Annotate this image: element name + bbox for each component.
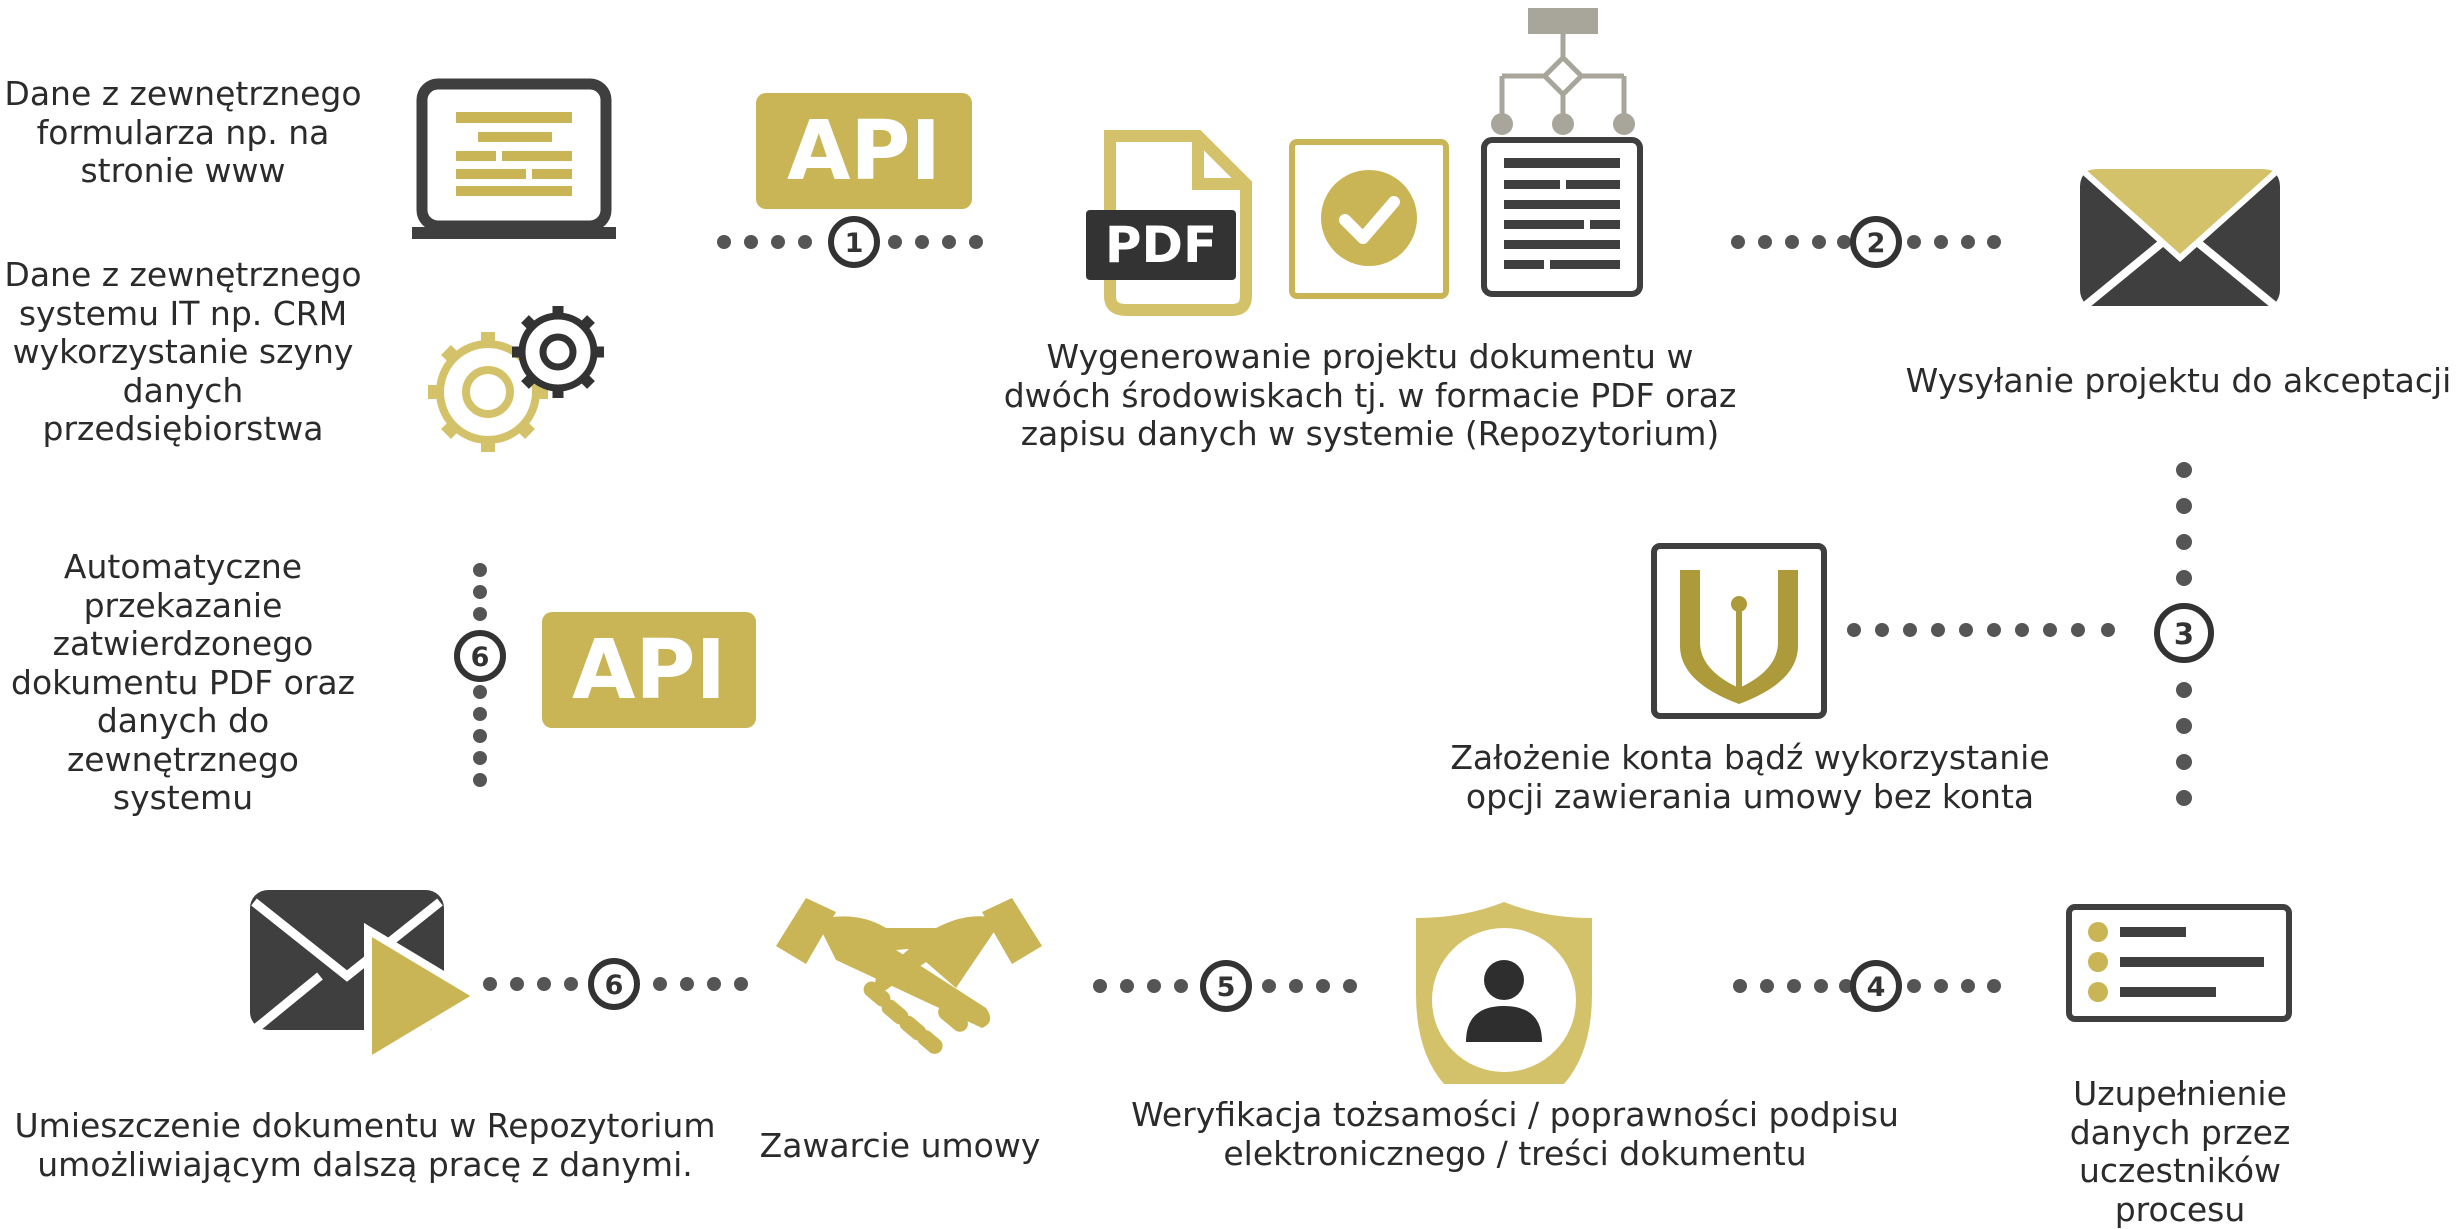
form-list-icon (2066, 904, 2292, 1022)
checkmark-icon (1289, 139, 1449, 299)
envelope-icon (2068, 163, 2292, 314)
step-contract-label: Zawarcie umowy (759, 1126, 1041, 1165)
connector-6-vertical: 6 (454, 563, 506, 787)
gears-icon (428, 306, 604, 452)
badge-6-bottom: 6 (605, 970, 624, 1001)
pdf-label: PDF (1105, 216, 1217, 274)
pen-nib-icon (1651, 543, 1827, 719)
step-external-system-label: Dane z zewnętrznego systemu IT np. CRM w… (4, 255, 362, 448)
pdf-file-icon: PDF (1086, 130, 1252, 316)
connector-4: 4 (1733, 960, 2001, 1012)
connector-2: 2 (1731, 216, 2001, 268)
step-verification-label: Weryfikacja tożsamości / poprawności pod… (1131, 1095, 1899, 1173)
badge-3: 3 (2174, 617, 2194, 651)
envelope-send-icon (250, 890, 486, 1070)
api-box-left: API (542, 612, 756, 728)
connector-6-bottom: 6 (483, 958, 748, 1010)
step-auto-transfer-label: Automatyczne przekazanie zatwierdzonego … (11, 547, 355, 817)
badge-2: 2 (1867, 228, 1886, 259)
step-account-label: Założenie konta bądź wykorzystanie opcji… (1450, 738, 2050, 816)
step-repository-label: Umieszczenie dokumentu w Repozytorium um… (14, 1106, 716, 1184)
connector-1: 1 (717, 216, 983, 268)
laptop-icon (412, 78, 616, 239)
shield-user-icon (1416, 902, 1592, 1084)
badge-4: 4 (1867, 972, 1886, 1003)
step-external-form-label: Dane z zewnętrznego formularza np. na st… (4, 74, 362, 190)
document-tree-icon (1481, 8, 1643, 297)
step-generate-document-label: Wygenerowanie projektu dokumentu w dwóch… (1003, 337, 1737, 453)
badge-5: 5 (1217, 972, 1236, 1003)
badge-6-left: 6 (471, 642, 490, 673)
api-label: API (786, 103, 942, 199)
api-box-top: API (756, 93, 972, 209)
api-label: API (571, 622, 727, 718)
connector-5: 5 (1093, 960, 1357, 1012)
connector-3-horizontal (1847, 623, 2115, 637)
connector-3-vertical: 3 (2154, 462, 2214, 806)
handshake-icon (776, 898, 1042, 1054)
step-send-for-acceptance-label: Wysyłanie projektu do akceptacji (1905, 361, 2452, 400)
badge-1: 1 (845, 228, 864, 259)
step-fill-data-label: Uzupełnienie danych przez uczestników pr… (2069, 1074, 2291, 1229)
